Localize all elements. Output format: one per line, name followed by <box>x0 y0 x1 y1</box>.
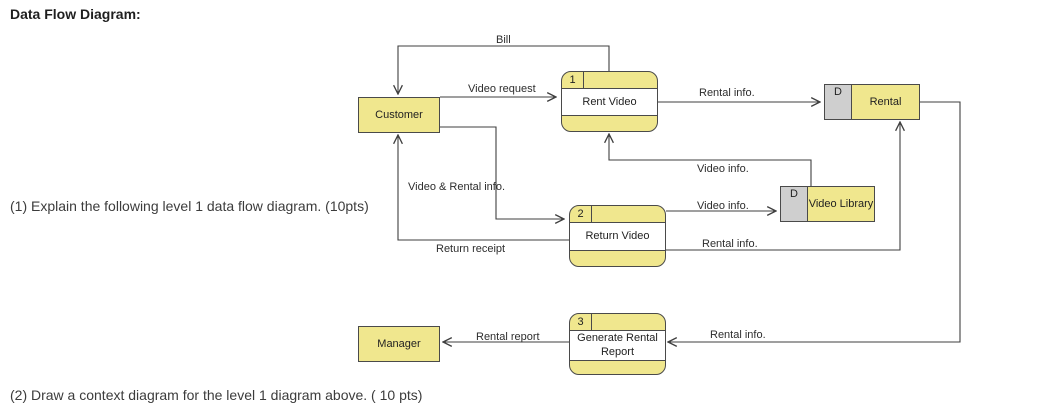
process-generate-rental-report-header: 3 <box>570 314 665 331</box>
flow-label-rental-report: Rental report <box>476 331 540 343</box>
process-rent-video-header: 1 <box>562 72 657 89</box>
process-return-video-label: Return Video <box>570 223 665 251</box>
datastore-video-library-label: Video Library <box>808 187 874 221</box>
datastore-rental-label: Rental <box>852 85 919 119</box>
flow-label-video-rental-info: Video & Rental info. <box>408 181 506 193</box>
flow-label-bill: Bill <box>496 34 511 46</box>
flow-line-return-receipt <box>398 135 569 241</box>
flow-label-video-info-1: Video info. <box>697 163 749 175</box>
flow-label-rental-info-3: Rental info. <box>710 329 766 341</box>
process-generate-rental-report-footer <box>570 361 665 374</box>
entity-manager: Manager <box>358 326 440 362</box>
flow-line-bill <box>398 45 610 94</box>
datastore-video-library-tag: D <box>781 187 808 221</box>
datastore-rental-tag: D <box>825 85 852 119</box>
entity-customer-label: Customer <box>375 109 423 121</box>
flow-label-video-info-2: Video info. <box>697 200 749 212</box>
flow-line-video-rental-info <box>440 126 564 219</box>
question-1: (1) Explain the following level 1 data f… <box>10 198 369 214</box>
process-return-video-number: 2 <box>570 206 592 222</box>
process-return-video: 2 Return Video <box>569 205 666 267</box>
page-title: Data Flow Diagram: <box>10 6 141 22</box>
flow-line-video-info-library-to-rent <box>609 134 812 186</box>
flow-label-return-receipt: Return receipt <box>436 243 506 255</box>
flow-label-rental-info-2: Rental info. <box>702 238 758 250</box>
entity-customer: Customer <box>358 97 440 133</box>
datastore-video-library: D Video Library <box>780 186 875 222</box>
process-return-video-header: 2 <box>570 206 665 223</box>
flow-label-video-request: Video request <box>468 83 536 95</box>
process-rent-video-footer <box>562 116 657 131</box>
process-generate-rental-report-number: 3 <box>570 314 592 330</box>
process-rent-video: 1 Rent Video <box>561 71 658 132</box>
entity-manager-label: Manager <box>377 338 421 350</box>
datastore-rental: D Rental <box>824 84 920 120</box>
flow-label-rental-info-1: Rental info. <box>699 87 755 99</box>
question-2: (2) Draw a context diagram for the level… <box>10 387 423 403</box>
flow-line-rental-info-return-to-store <box>666 122 900 251</box>
flow-line-rental-info-store-to-report <box>668 101 961 342</box>
process-return-video-footer <box>570 251 665 266</box>
process-rent-video-number: 1 <box>562 72 584 88</box>
process-generate-rental-report: 3 Generate Rental Report <box>569 313 666 375</box>
process-generate-rental-report-label: Generate Rental Report <box>570 331 665 361</box>
process-rent-video-label: Rent Video <box>562 89 657 116</box>
